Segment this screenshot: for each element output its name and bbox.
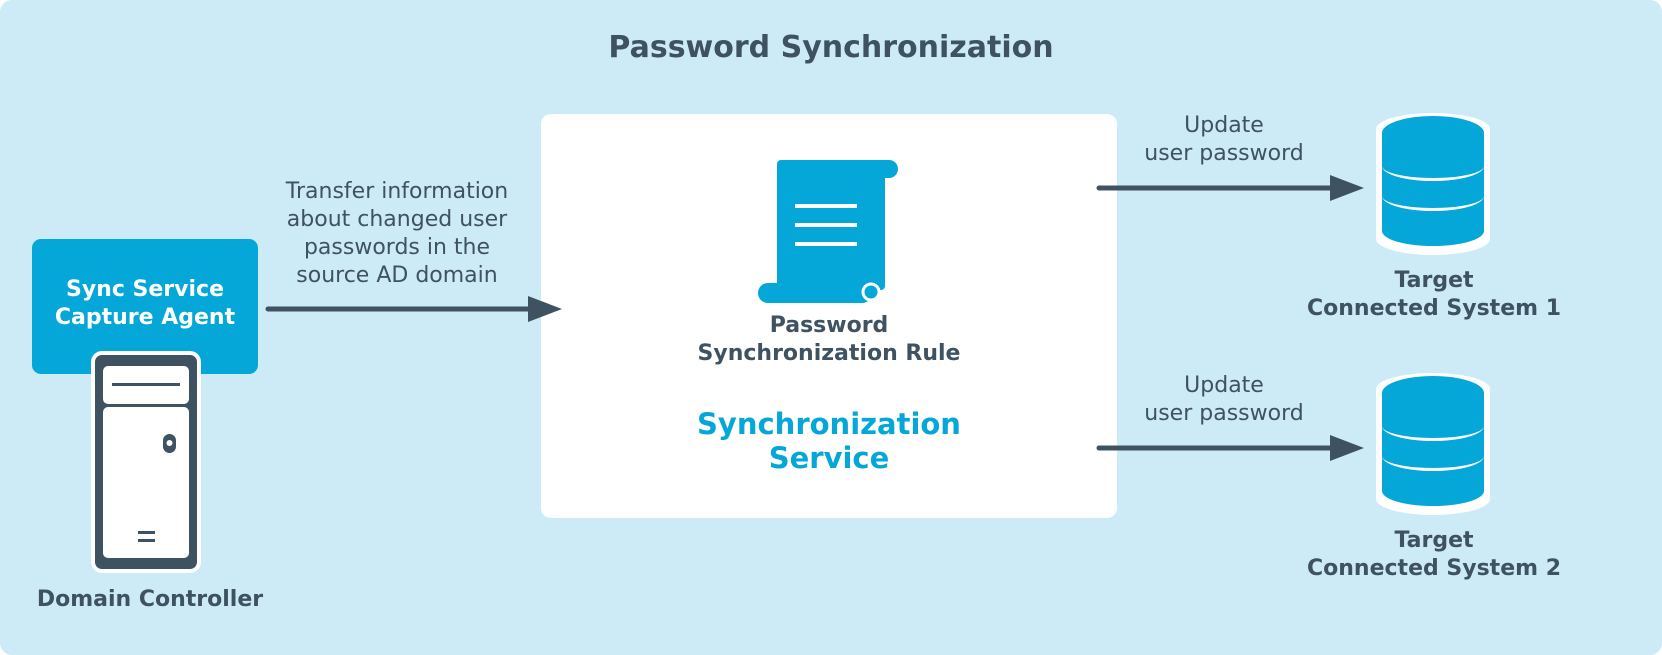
target-1-label: Target Connected System 1: [1284, 267, 1584, 323]
update-note-1-line1: Update: [1184, 113, 1264, 138]
synchronization-rule-line1: Password: [769, 313, 889, 338]
scroll-document-icon: [758, 160, 898, 303]
arrow-service-to-target-1: [1096, 175, 1364, 201]
target-2-label-line1: Target: [1394, 528, 1474, 553]
synchronization-service-line2: Service: [768, 441, 890, 475]
synchronization-rule-line2: Synchronization Rule: [697, 341, 961, 366]
transfer-note-line2: about changed user: [286, 207, 508, 232]
server-tower-icon: [91, 351, 201, 573]
update-note-1: Update user password: [1074, 112, 1374, 168]
capture-agent-label-line2: Capture Agent: [54, 305, 236, 330]
update-note-2: Update user password: [1074, 372, 1374, 428]
diagram-title: Password Synchronization: [608, 30, 1054, 65]
update-note-1-line2: user password: [1144, 141, 1304, 166]
transfer-note-line4: source AD domain: [296, 263, 498, 288]
target-2-label-line2: Connected System 2: [1307, 556, 1561, 581]
update-note-2-line2: user password: [1144, 401, 1304, 426]
database-icon: [1376, 113, 1490, 255]
arrow-agent-to-service: [265, 296, 562, 322]
synchronization-rule-label: Password Synchronization Rule: [541, 312, 1117, 368]
synchronization-service-line1: Synchronization: [697, 407, 961, 441]
domain-controller-label: Domain Controller: [36, 587, 264, 612]
target-2-label: Target Connected System 2: [1284, 527, 1584, 583]
transfer-note-line3: passwords in the: [303, 235, 491, 260]
capture-agent-label-line1: Sync Service: [65, 277, 224, 302]
target-1-label-line1: Target: [1394, 268, 1474, 293]
transfer-note: Transfer information about changed user …: [247, 178, 547, 290]
capture-agent-label: Sync Service Capture Agent: [32, 276, 258, 332]
arrow-service-to-target-2: [1096, 435, 1364, 461]
database-icon: [1376, 373, 1490, 515]
synchronization-service-label: Synchronization Service: [541, 407, 1117, 475]
target-1-label-line2: Connected System 1: [1307, 296, 1561, 321]
update-note-2-line1: Update: [1184, 373, 1264, 398]
transfer-note-line1: Transfer information: [285, 179, 509, 204]
